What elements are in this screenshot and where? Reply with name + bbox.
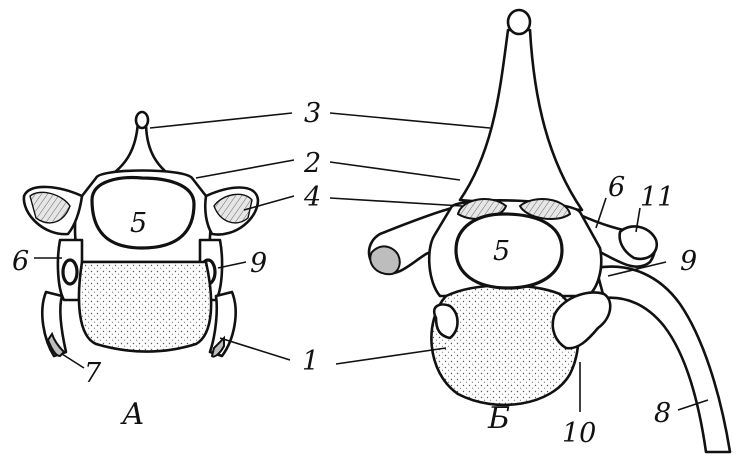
label-b-10: 10 [562, 418, 596, 449]
vertebra-b-drawing [369, 10, 730, 452]
label-b-9: 9 [680, 246, 697, 277]
label-3: 3 [304, 98, 321, 129]
caption-a: А [120, 397, 145, 432]
label-a-9: 9 [250, 248, 267, 279]
label-1: 1 [302, 346, 319, 377]
label-b-5: 5 [493, 236, 510, 267]
label-b-8: 8 [654, 398, 671, 429]
label-a-5: 5 [130, 208, 147, 239]
label-b-6: 6 [608, 172, 625, 203]
label-2: 2 [303, 148, 321, 179]
caption-b: Б [487, 401, 510, 436]
label-b-11: 11 [640, 182, 674, 213]
label-a-7: 7 [84, 358, 102, 389]
label-a-6: 6 [12, 246, 29, 277]
label-4: 4 [303, 182, 321, 213]
